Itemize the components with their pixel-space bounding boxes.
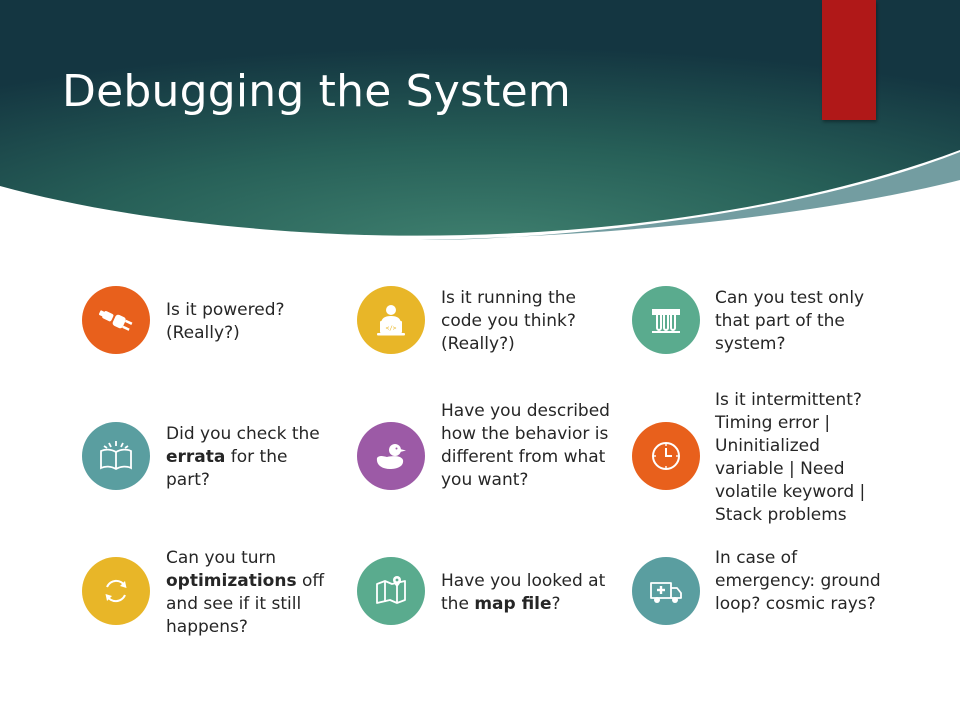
item-text: In case of emergency: ground loop? cosmi… — [715, 548, 881, 614]
item-icon-circle — [82, 422, 150, 490]
item-icon-circle — [357, 422, 425, 490]
rubber-duck-icon — [376, 444, 406, 469]
ambulance-icon — [650, 582, 682, 603]
item-icon-circle — [82, 557, 150, 625]
item-text: Can you turn optimizations off and see i… — [166, 548, 325, 637]
item-icon-circle — [632, 286, 700, 354]
refresh-icon — [105, 579, 127, 603]
open-book-icon — [100, 441, 132, 471]
clock-icon — [652, 442, 680, 470]
header-background — [0, 0, 960, 240]
item-icon-circle — [632, 557, 700, 625]
item-text: Can you test only that part of the syste… — [715, 288, 865, 354]
item-text: Is it running the code you think? (Reall… — [441, 288, 576, 354]
item-text: Have you looked at the map file? — [441, 571, 606, 614]
accent-tab — [822, 0, 876, 120]
plug-icon — [98, 310, 133, 331]
item-text: Have you described how the behavior is d… — [441, 401, 610, 490]
test-tubes-icon — [652, 309, 680, 333]
coder-icon: </> — [377, 305, 405, 336]
slide-title: Debugging the System — [62, 66, 571, 117]
item-icon-circle — [357, 557, 425, 625]
item-text: Did you check the errata for the part? — [166, 424, 320, 490]
svg-text:</>: </> — [386, 325, 397, 332]
item-icon-circle — [82, 286, 150, 354]
item-icon-circle: </> — [357, 286, 425, 354]
item-icon-circle — [632, 422, 700, 490]
item-text: Is it intermittent? Timing error | Unini… — [715, 390, 866, 525]
map-icon — [376, 576, 406, 604]
item-text: Is it powered? (Really?) — [166, 300, 285, 343]
